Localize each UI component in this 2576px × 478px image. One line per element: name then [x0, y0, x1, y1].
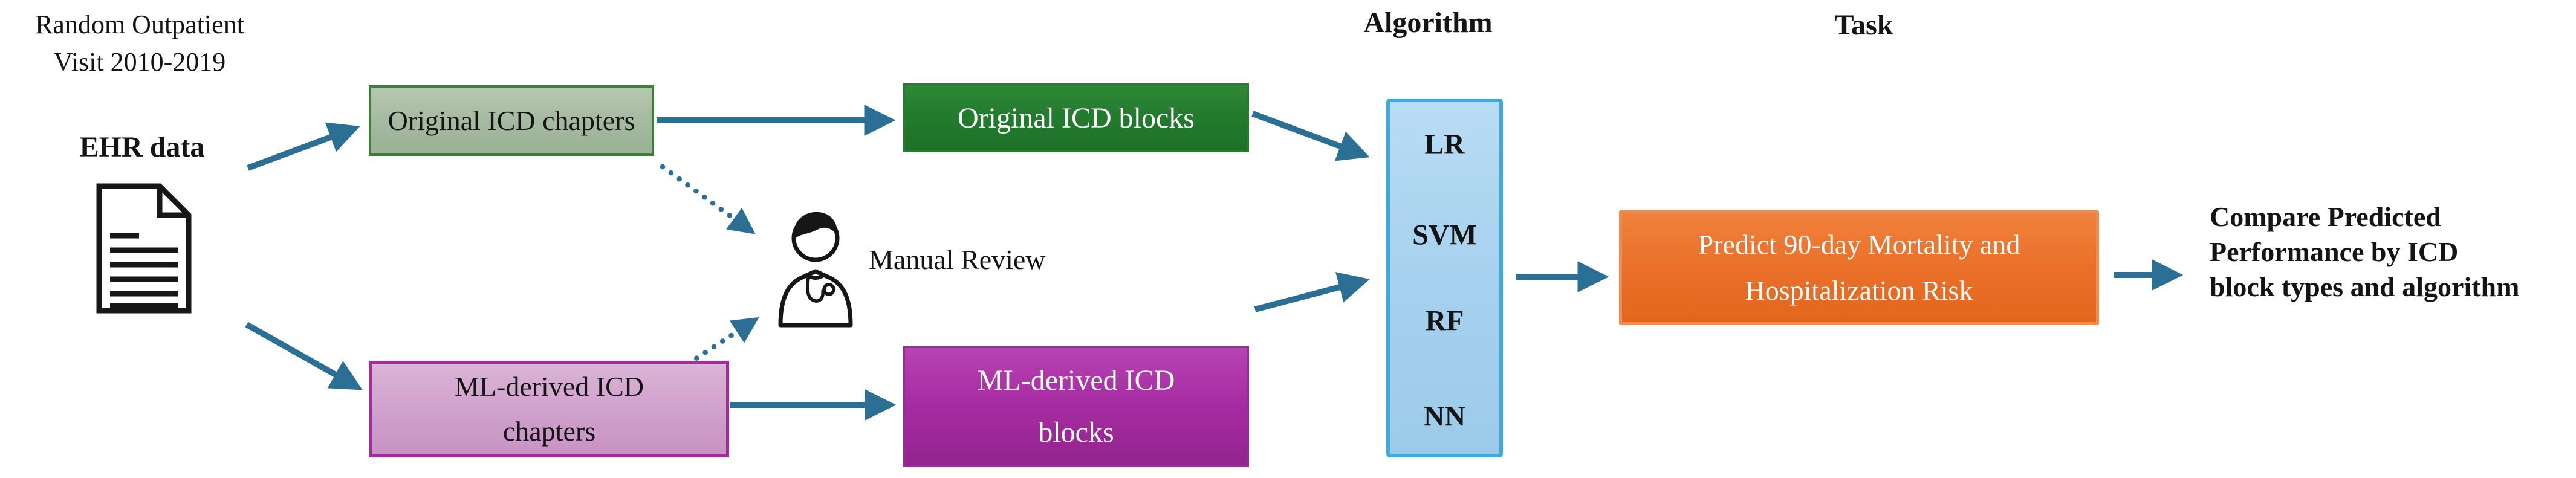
arrow-ehr-to-ml-chapters [245, 321, 363, 390]
task-box: Predict 90-day Mortality and Hospitaliza… [1619, 210, 2099, 325]
ml-derived-icd-chapters-line2: chapters [502, 416, 596, 447]
ml-derived-icd-chapters-line1: ML-derived ICD [455, 371, 644, 402]
dotted-arrow-ml-chapters-to-review [685, 317, 759, 367]
original-icd-chapters-label: Original ICD chapters [388, 105, 635, 136]
original-icd-blocks-label: Original ICD blocks [958, 102, 1195, 134]
algorithm-item-nn: NN [1423, 400, 1466, 433]
task-header: Task [1834, 9, 1893, 41]
algorithm-item-lr: LR [1424, 128, 1465, 161]
document-icon [96, 183, 192, 314]
ml-derived-icd-blocks-line2: blocks [1038, 416, 1114, 448]
algorithm-header: Algorithm [1363, 7, 1493, 39]
cohort-label-line2: Visit 2010-2019 [53, 47, 226, 77]
algorithm-item-rf: RF [1425, 305, 1464, 337]
ehr-data-label: EHR data [79, 131, 205, 163]
ml-derived-icd-chapters-box: ML-derived ICD chapters [369, 361, 729, 457]
original-icd-blocks-box: Original ICD blocks [903, 83, 1249, 152]
task-box-line2: Hospitalization Risk [1745, 275, 1973, 306]
original-icd-chapters-box: Original ICD chapters [369, 85, 654, 156]
arrow-ehr-to-original-chapters [247, 122, 360, 171]
algorithm-item-svm: SVM [1412, 219, 1477, 251]
cohort-label: Random Outpatient Visit 2010-2019 [10, 6, 270, 81]
task-box-line1: Predict 90-day Mortality and [1698, 229, 2020, 260]
outcome-label: Compare Predicted Performance by ICD blo… [2210, 199, 2576, 305]
arrow-original-blocks-to-algorithm [1251, 111, 1370, 161]
outcome-line1: Compare Predicted [2210, 201, 2441, 232]
ml-derived-icd-blocks-box: ML-derived ICD blocks [903, 346, 1249, 467]
outcome-line3: block types and algorithm [2210, 271, 2520, 302]
manual-review-label: Manual Review [869, 244, 1046, 275]
ml-derived-icd-blocks-line1: ML-derived ICD [977, 364, 1175, 396]
algorithm-box: LR SVM RF NN [1386, 99, 1503, 457]
cohort-label-line1: Random Outpatient [35, 10, 244, 39]
dotted-arrow-original-chapters-to-review [660, 164, 756, 234]
doctor-icon [778, 212, 853, 328]
arrow-ml-blocks-to-algorithm [1254, 272, 1370, 312]
outcome-line2: Performance by ICD [2210, 236, 2459, 267]
